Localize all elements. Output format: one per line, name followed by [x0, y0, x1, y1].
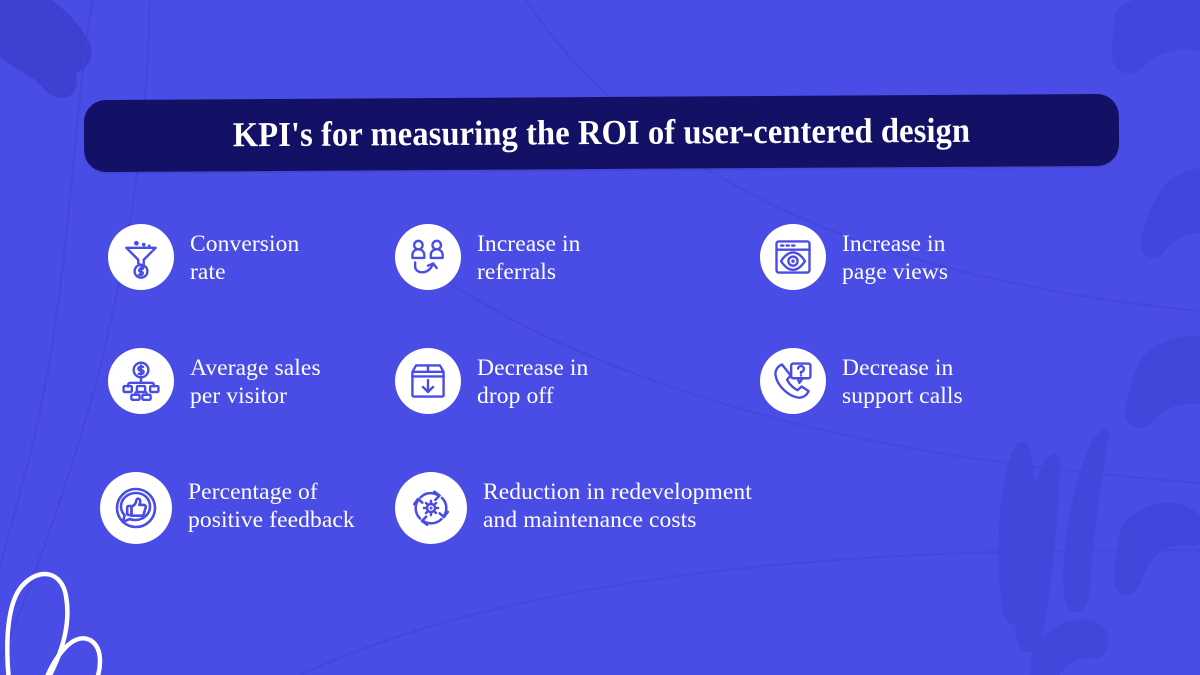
phone-question-icon	[760, 348, 826, 414]
kpi-label: Decrease in drop off	[477, 355, 589, 409]
page-title: KPI's for measuring the ROI of user-cent…	[232, 110, 971, 155]
kpi-item-increase-in-page-views[interactable]: Increase in page views	[760, 222, 1100, 346]
kpi-item-reduction-in-redevelopment-costs[interactable]: Reduction in redevelopment and maintenan…	[395, 470, 915, 594]
browser-eye-icon	[760, 224, 826, 290]
kpi-item-decrease-in-drop-off[interactable]: Decrease in drop off	[395, 346, 760, 470]
two-people-referral-icon	[395, 224, 461, 290]
kpi-label: Conversion rate	[190, 231, 300, 285]
blob-top-left	[0, 0, 92, 98]
kpi-item-increase-in-referrals[interactable]: Increase in referrals	[395, 222, 760, 346]
kpi-row: Average sales per visitor Decrease in dr…	[0, 346, 1200, 470]
title-banner: KPI's for measuring the ROI of user-cent…	[83, 93, 1120, 173]
box-down-arrow-icon	[395, 348, 461, 414]
kpi-label: Average sales per visitor	[190, 355, 321, 409]
kpi-item-decrease-in-support-calls[interactable]: Decrease in support calls	[760, 346, 1100, 470]
kpi-label: Reduction in redevelopment and maintenan…	[483, 479, 752, 533]
kpi-row: Percentage of positive feedback	[0, 470, 1200, 594]
funnel-dollar-icon	[108, 224, 174, 290]
kpi-item-average-sales-per-visitor[interactable]: Average sales per visitor	[0, 346, 395, 470]
kpi-label: Percentage of positive feedback	[188, 479, 355, 533]
kpi-item-conversion-rate[interactable]: Conversion rate	[0, 222, 395, 346]
kpi-label: Decrease in support calls	[842, 355, 963, 409]
dollar-network-icon	[108, 348, 174, 414]
gear-cycle-icon	[395, 472, 467, 544]
thumbs-up-bubble-icon	[100, 472, 172, 544]
kpi-grid: Conversion rate Increase in referrals	[0, 222, 1200, 594]
kpi-label: Increase in page views	[842, 231, 949, 285]
kpi-item-percentage-of-positive-feedback[interactable]: Percentage of positive feedback	[0, 470, 395, 594]
kpi-label: Increase in referrals	[477, 231, 581, 285]
kpi-row: Conversion rate Increase in referrals	[0, 222, 1200, 346]
